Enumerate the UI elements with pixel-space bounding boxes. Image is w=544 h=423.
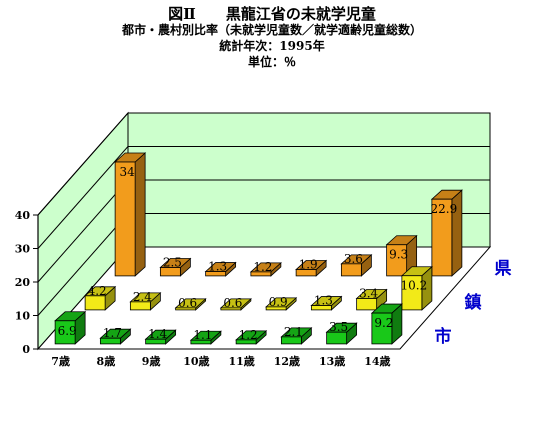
data-label: 0.6 (178, 296, 197, 310)
y-tick-label: 30 (15, 243, 31, 256)
bar (431, 198, 453, 277)
chart-unit: 単位：％ (247, 55, 296, 69)
bar (159, 267, 181, 277)
gridline (37, 112, 129, 216)
x-tick-label: 14歳 (364, 354, 390, 368)
bar (205, 271, 227, 277)
data-label: 9.2 (374, 316, 393, 330)
bar (220, 307, 242, 311)
gridline (37, 213, 129, 316)
bar (401, 275, 423, 311)
bar-side (134, 152, 146, 277)
chart-subtitle: 都市・農村別比率（未就学児童数／就学適齢児童総数） (121, 23, 422, 37)
bar (99, 337, 121, 345)
data-label: 2.1 (284, 325, 303, 339)
data-label: 6.9 (58, 324, 77, 338)
data-label: 3.5 (329, 320, 348, 334)
data-label: 1.9 (299, 258, 318, 272)
chart-titles: 図Ⅱ 黒龍江省の未就学児童 都市・農村別比率（未就学児童数／就学適齢児童総数） … (0, 6, 544, 70)
bar (54, 320, 76, 345)
series-1: 4.2 2.4 0.6 0.6 0.9 1.3 3.4 10.2 鎮 (84, 265, 482, 313)
series-label: 鎮 (465, 292, 482, 313)
bar (84, 295, 106, 311)
gridline (37, 179, 129, 283)
data-label: 1.7 (103, 326, 122, 340)
bar (371, 312, 393, 345)
x-tick-label: 9歳 (142, 354, 161, 368)
data-label: 1.2 (253, 260, 272, 274)
bar (175, 307, 197, 311)
x-tick-label: 11歳 (228, 354, 254, 368)
series-label: 県 (495, 259, 512, 279)
bar (340, 263, 362, 277)
data-label: 9.3 (389, 248, 408, 262)
data-label: 22.9 (431, 202, 458, 216)
data-label: 1.2 (239, 328, 258, 342)
x-tick-label: 12歳 (274, 354, 300, 368)
data-label: 1.3 (208, 260, 227, 274)
data-label: 1.1 (193, 328, 212, 342)
data-label: 2.5 (163, 256, 182, 270)
data-label: 0.6 (223, 296, 242, 310)
data-label: 34 (119, 165, 135, 179)
bar (295, 269, 317, 277)
y-tick-label: 20 (15, 276, 31, 289)
data-label: 1.3 (314, 294, 333, 308)
bar (190, 339, 212, 345)
bar (356, 298, 378, 311)
data-label: 10.2 (401, 279, 428, 293)
data-label: 2.4 (133, 290, 152, 304)
bar (386, 244, 408, 277)
bar (129, 301, 151, 311)
y-tick-label: 40 (15, 209, 31, 222)
series-0: 6.9 1.7 1.4 1.1 1.2 2.1 3.5 9.2 市 (54, 303, 452, 347)
series-2: 34 2.5 1.3 1.2 1.9 3.6 9.3 22.9 県 (114, 152, 512, 279)
data-label: 4.2 (88, 284, 107, 298)
y-tick-label: 0 (22, 343, 30, 356)
bar (145, 338, 167, 345)
series-label: 市 (435, 326, 452, 347)
x-tick-label: 13歳 (319, 354, 345, 368)
x-tick-label: 7歳 (51, 354, 70, 368)
x-tick-label: 10歳 (183, 354, 209, 368)
chart-title: 図Ⅱ 黒龍江省の未就学児童 (168, 5, 376, 23)
bar (310, 305, 332, 311)
bar (265, 306, 287, 311)
data-label: 0.9 (269, 295, 288, 309)
bar (250, 271, 272, 277)
gridline (37, 146, 129, 249)
y-tick-label: 10 (15, 310, 31, 323)
bar (326, 331, 348, 345)
data-label: 3.4 (359, 287, 378, 301)
x-tick-label: 8歳 (97, 354, 116, 368)
chart-stat-year: 統計年次：1995年 (219, 39, 325, 53)
data-label: 3.6 (344, 252, 363, 266)
bar (235, 339, 257, 345)
bar (114, 161, 136, 277)
bar (280, 336, 302, 345)
data-label: 1.4 (148, 327, 167, 341)
